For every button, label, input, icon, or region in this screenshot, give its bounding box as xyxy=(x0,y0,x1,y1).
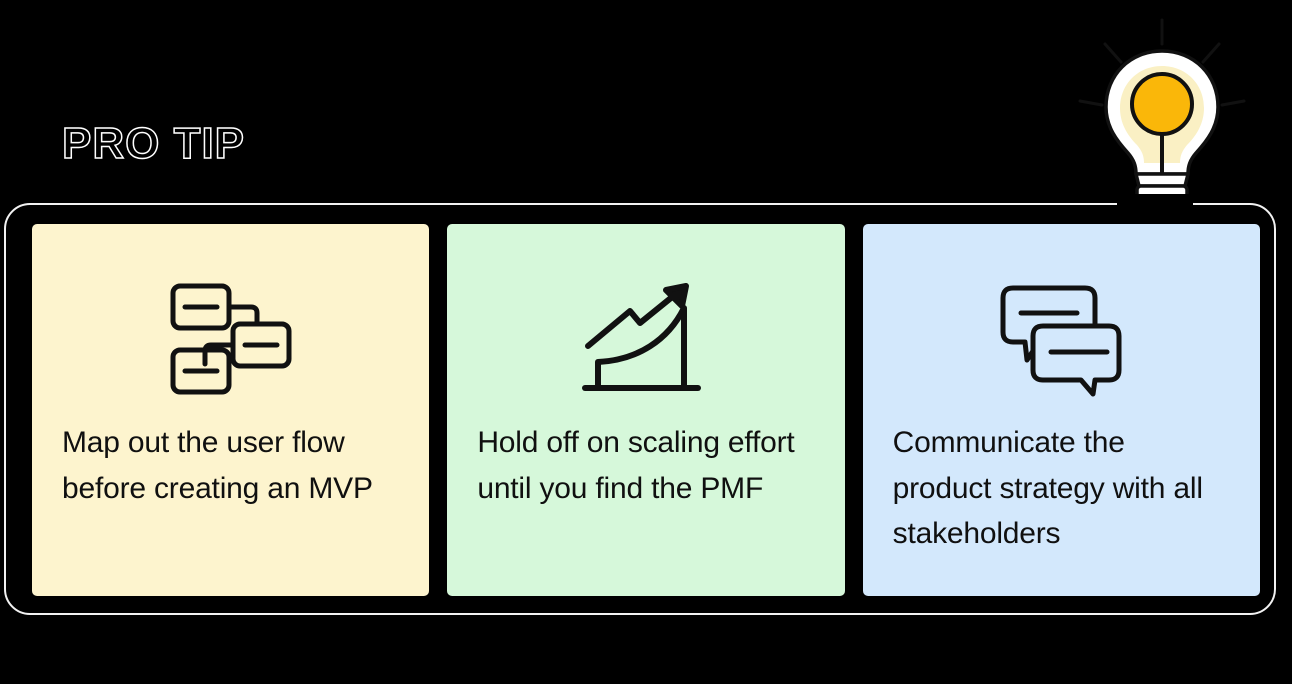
tip-card-1[interactable]: Map out the user flow before creating an… xyxy=(32,224,430,596)
tip-card-1-text: Map out the user flow before creating an… xyxy=(62,426,373,505)
tip-card-3[interactable]: Communicate the product strategy with al… xyxy=(862,224,1260,596)
frame-notch xyxy=(1117,194,1193,216)
flowchart-icon xyxy=(62,264,399,414)
page-title: PRO TIP xyxy=(61,119,246,168)
chat-bubbles-icon xyxy=(893,264,1230,414)
lightbulb-icon xyxy=(1058,6,1266,214)
tips-card-row: Map out the user flow before creating an… xyxy=(32,224,1260,596)
tip-card-3-text: Communicate the product strategy with al… xyxy=(892,426,1203,551)
tip-card-2[interactable]: Hold off on scaling effort until you fin… xyxy=(447,224,845,596)
growth-chart-icon xyxy=(477,264,814,414)
tip-card-2-text: Hold off on scaling effort until you fin… xyxy=(477,426,795,505)
content-frame xyxy=(4,203,1276,615)
